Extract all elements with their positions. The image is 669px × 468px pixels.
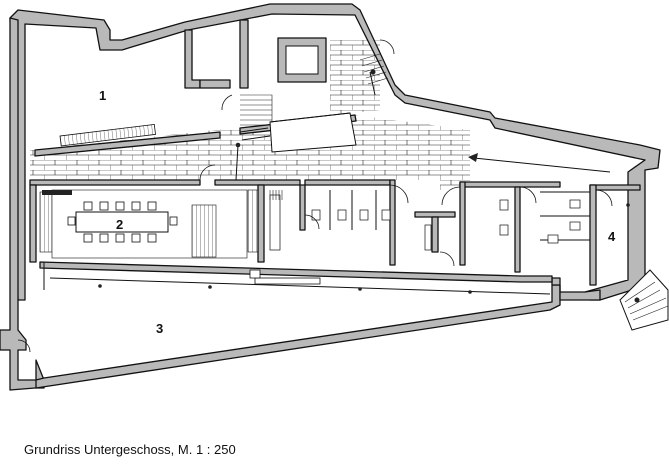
direction-arrows: [235, 142, 611, 181]
plan-caption: Grundriss Untergeschoss, M. 1 : 250: [24, 442, 236, 457]
room-label-2: 2: [116, 217, 123, 232]
corridor-tiling: [30, 40, 470, 190]
room-4-details: [626, 200, 630, 280]
room-label-4: 4: [608, 229, 616, 244]
floor-plan: 1 2 3 4: [0, 3, 669, 391]
room-label-3: 3: [156, 321, 163, 336]
ventilation-grille: [59, 123, 156, 147]
storage-room-details: [43, 262, 551, 295]
inner-walls: [29, 19, 641, 286]
stairs: [239, 53, 669, 331]
conference-room-furniture: [39, 189, 259, 259]
doors: [17, 39, 613, 353]
room-label-1: 1: [99, 88, 106, 103]
outer-walls: [0, 3, 661, 391]
wc-fixtures: [269, 190, 581, 251]
